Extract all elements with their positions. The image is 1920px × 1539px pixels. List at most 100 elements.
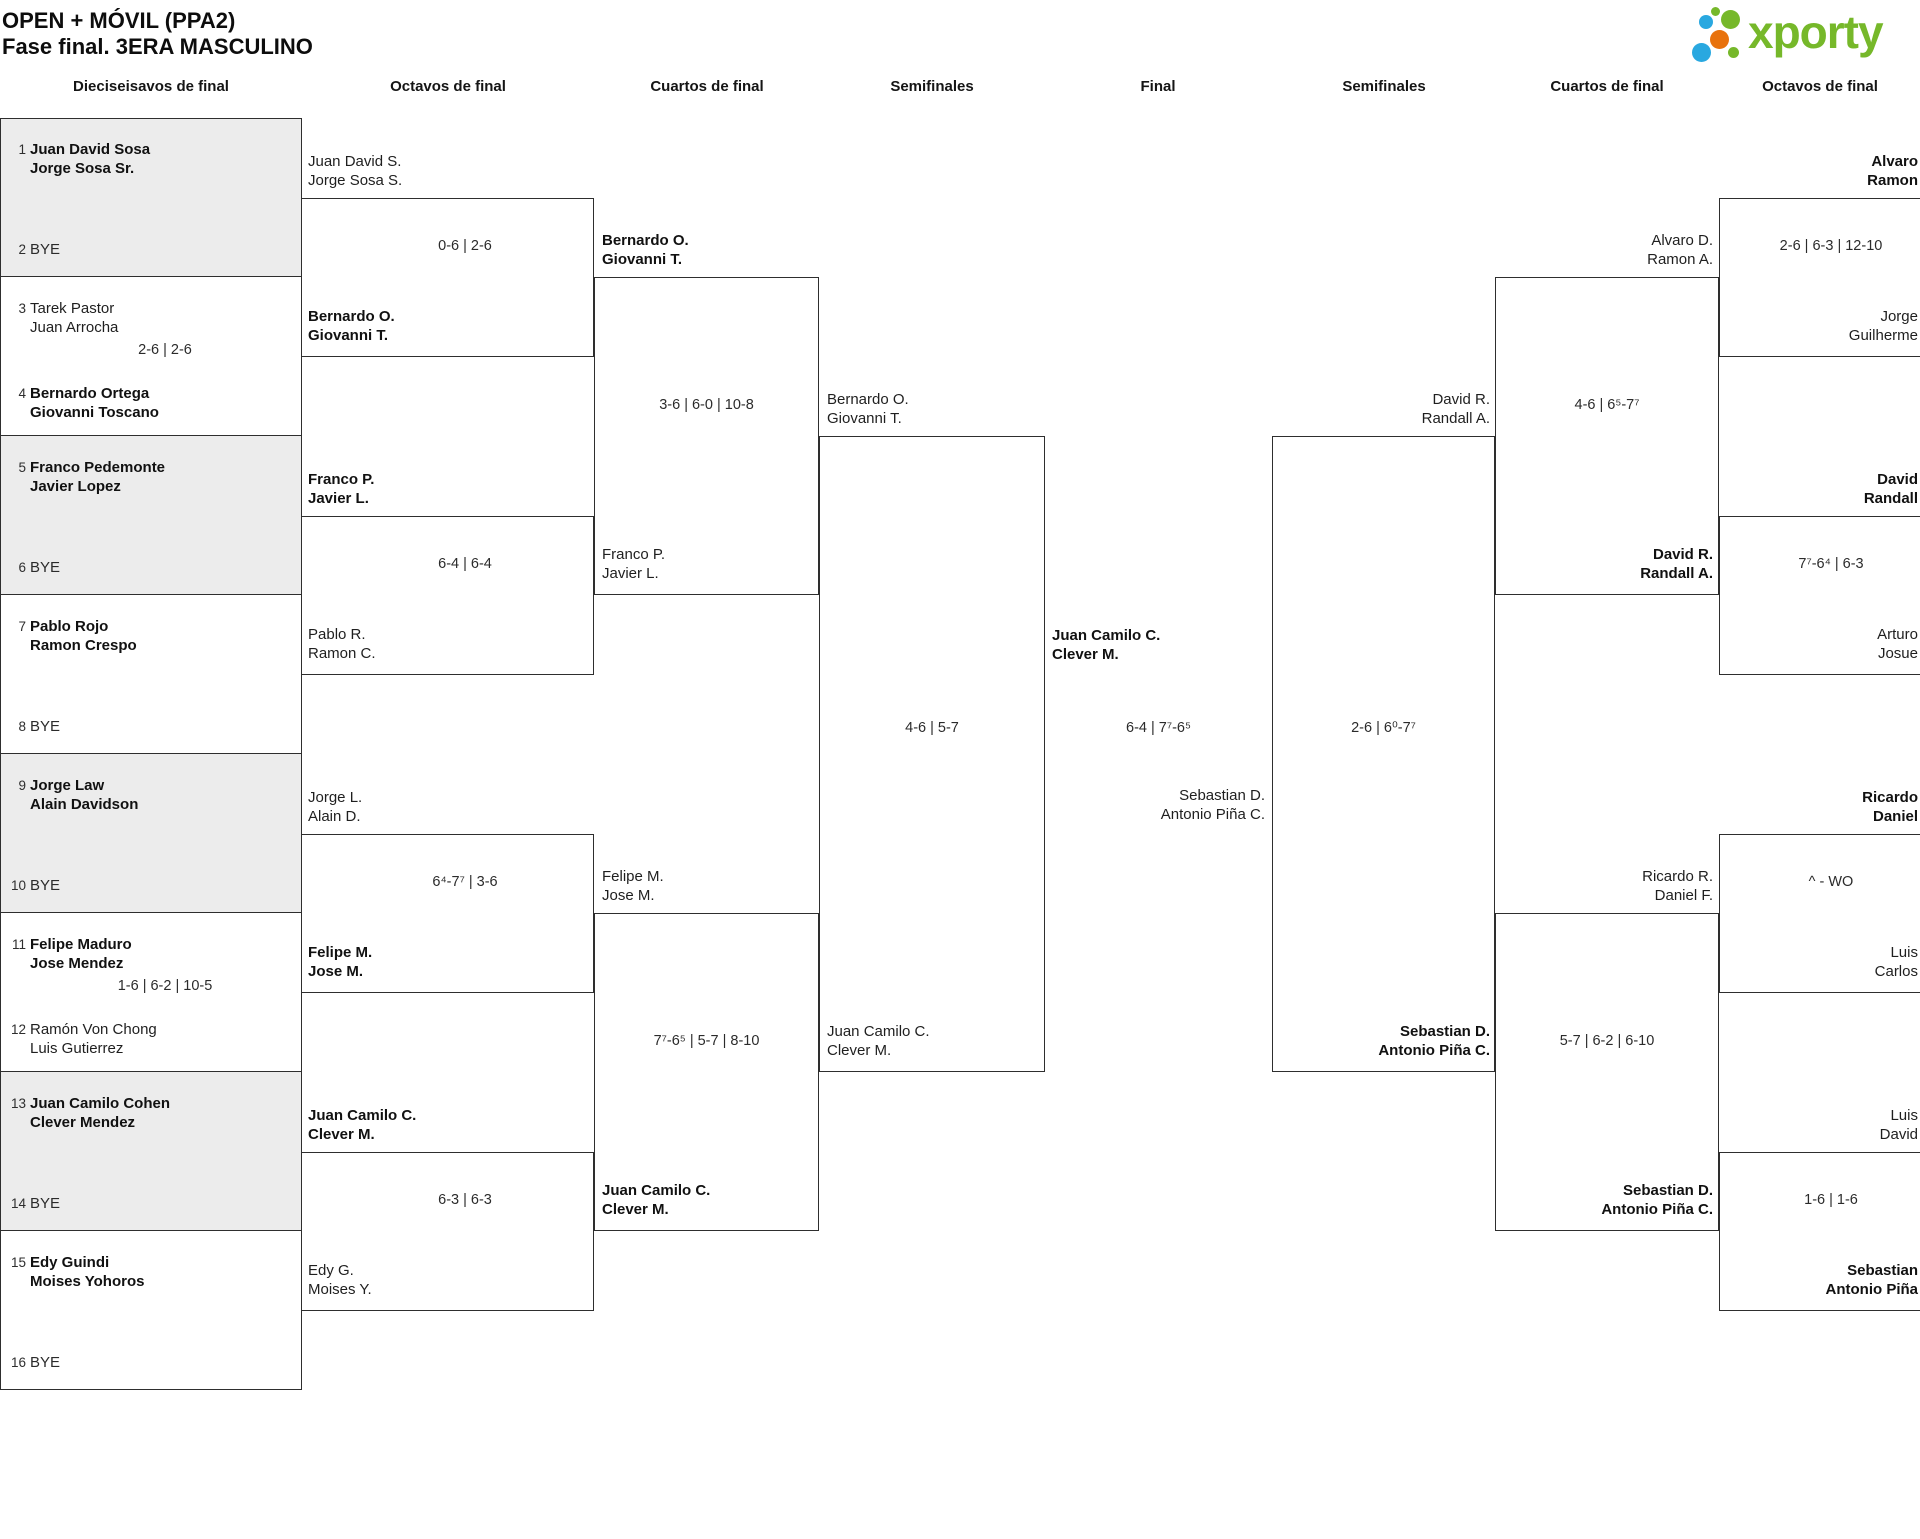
r16-match-box — [0, 436, 302, 595]
page-subtitle: Fase final. 3ERA MASCULINO — [2, 34, 313, 59]
match-score: 3-6 | 6-0 | 10-8 — [659, 397, 754, 413]
team-name-line: Jose M. — [602, 887, 655, 904]
r16-match-box — [0, 118, 302, 277]
team-name-line: Antonio Piña C. — [1601, 1201, 1713, 1218]
match-score: ^ - WO — [1808, 873, 1854, 890]
team-name-line: Randall — [1863, 489, 1918, 507]
team-name-line: Bernardo O. — [308, 307, 395, 325]
team-name-line: Alvaro — [1871, 152, 1918, 170]
team-label: Juan David S.Jorge Sosa S. — [308, 152, 402, 190]
team-name-line: Tarek Pastor — [30, 300, 115, 317]
seed-number: 7 — [18, 619, 26, 634]
team-name-line: Ramón Von Chong — [30, 1021, 157, 1038]
team-name-line: Randall A. — [1640, 565, 1713, 582]
team-label: Bernardo O.Giovanni T. — [827, 390, 909, 428]
seed-number: 13 — [10, 1096, 26, 1111]
qf-left-match-box — [594, 277, 819, 595]
team-name-line: Juan David S. — [308, 152, 402, 170]
team-name-line: Juan David Sosa — [30, 141, 151, 158]
match-score: 1-6 | 1-6 — [1804, 1191, 1858, 1208]
team-name-line: David — [1879, 1125, 1918, 1143]
team-name-line: Clever Mendez — [30, 1114, 136, 1131]
team-name-line: Giovanni Toscano — [30, 404, 159, 421]
team-name-line: Sebastian — [1847, 1261, 1918, 1279]
seed-number: 2 — [18, 242, 26, 257]
team-name-line: Franco P. — [308, 470, 375, 488]
team-label: Franco P. Javier L. — [602, 545, 665, 583]
team-name-line: Franco P. — [602, 546, 666, 563]
seed-number: 4 — [18, 386, 26, 401]
bye-label: BYE — [30, 718, 61, 735]
match-score: 0-6 | 2-6 — [438, 237, 492, 254]
team-name-line: Bernardo O. — [602, 232, 689, 249]
match-score: 7⁷-6⁴ | 6-3 — [1798, 555, 1864, 572]
r16-match-box — [0, 595, 302, 754]
team-label: Felipe M.Jose M. — [602, 867, 664, 905]
team-name-line: Juan Camilo Cohen — [30, 1095, 171, 1112]
team-name-line: Clever M. — [602, 1201, 669, 1218]
team-name-line: Edy G. — [308, 1261, 354, 1279]
seed-number: 6 — [18, 560, 26, 575]
team-name-line: Felipe M. — [308, 943, 373, 961]
r8-right-match-box — [1719, 1151, 1920, 1311]
team-name-line: Juan Camilo C. — [1052, 627, 1161, 644]
team-name-line: Juan Camilo C. — [602, 1182, 711, 1199]
team-label: Pablo R.Ramon C. — [308, 625, 376, 663]
match-score: 6⁴-7⁷ | 3-6 — [432, 873, 498, 890]
team-name-line: Carlos — [1874, 962, 1918, 980]
match-score: 6-4 | 6-4 — [438, 555, 492, 572]
team-label: Sebastian D.Antonio Piña C. — [1601, 1181, 1713, 1219]
team-name-line: Pablo R. — [308, 625, 366, 643]
sf-left-match-box — [819, 436, 1045, 1072]
team-name-line: Alain Davidson — [30, 796, 139, 813]
match-score: 4-6 | 6⁵-7⁷ — [1574, 397, 1640, 413]
team-name-line: Giovanni T. — [308, 326, 389, 344]
team-name-line: Antonio Piña C. — [1160, 806, 1265, 823]
team-label: David R.Randall A. — [1422, 390, 1490, 428]
team-label: Alvaro D.Ramon A. — [1647, 231, 1713, 269]
seed-number: 15 — [10, 1255, 26, 1270]
r16-match-box — [0, 1072, 302, 1231]
seed-number: 14 — [10, 1196, 26, 1211]
team-name-line: Josue — [1877, 644, 1918, 662]
team-label: Jorge L.Alain D. — [308, 788, 362, 826]
team-name-line: Randall A. — [1421, 410, 1490, 427]
team-name-line: Javier L. — [602, 565, 659, 582]
team-name-line: Luis — [1890, 943, 1918, 961]
team-name-line: Franco Pedemonte — [30, 459, 166, 476]
team-label: David R.Randall A. — [1640, 545, 1713, 583]
team-name-line: Daniel — [1872, 807, 1918, 825]
team-label: Juan Camilo C. Clever M. — [602, 1181, 710, 1219]
team-label: Sebastian D.Antonio Piña C. — [1378, 1022, 1490, 1060]
team-name-line: Pablo Rojo — [30, 618, 109, 635]
team-name-line: Arturo — [1877, 625, 1918, 643]
r8-right-match-box — [1719, 833, 1920, 993]
match-score: 6-4 | 7⁷-6⁵ — [1126, 720, 1191, 736]
seed-number: 5 — [18, 460, 26, 475]
seed-number: 8 — [18, 719, 26, 734]
round-header: Cuartos de final — [650, 78, 764, 95]
team-name-line: Clever M. — [308, 1125, 375, 1143]
match-score: 7⁷-6⁵ | 5-7 | 8-10 — [653, 1033, 760, 1049]
team-name-line: Jorge L. — [308, 788, 363, 806]
team-name-line: Giovanni T. — [602, 251, 683, 268]
seed-number: 1 — [18, 142, 26, 157]
team-name-line: Ramon — [1867, 171, 1918, 189]
seed-number: 12 — [10, 1022, 26, 1037]
round-header: Semifinales — [890, 78, 974, 95]
team-name-line: Ramon A. — [1647, 251, 1713, 268]
xporty-logo[interactable]: xporty — [1692, 2, 1912, 68]
team-name-line: Juan Camilo C. — [308, 1106, 417, 1124]
